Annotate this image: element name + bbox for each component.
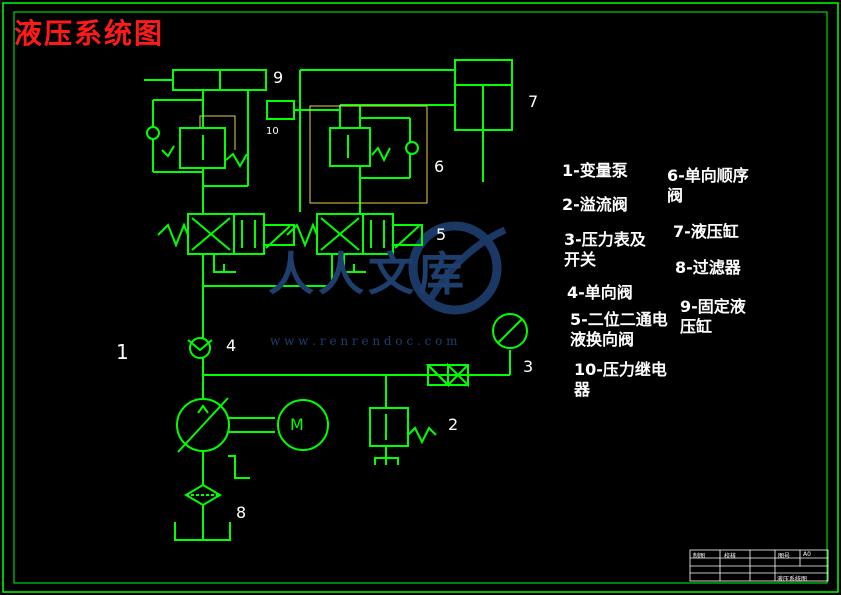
legend-item-5: 5-二位二通电液换向阀 xyxy=(570,310,668,349)
legend-item-2: 2-溢流阀 xyxy=(562,195,628,214)
label-1: 1 xyxy=(116,340,129,364)
check-valve-4 xyxy=(189,337,211,359)
watermark-url: w w w . r e n r e n d o c . c o m xyxy=(270,334,458,348)
title-block-cell-draw: 制图 xyxy=(693,553,706,560)
label-9: 9 xyxy=(273,68,284,87)
legend-item-4: 4-单向阀 xyxy=(567,283,633,302)
label-5: 5 xyxy=(436,225,447,244)
gauge-3 xyxy=(492,313,528,349)
legend-item-8: 8-过滤器 xyxy=(675,258,741,277)
page-title: 液压系统图 xyxy=(14,17,165,50)
label-10: 10 xyxy=(266,126,279,137)
legend-item-9: 9-固定液压缸 xyxy=(680,297,746,336)
title-block-cell-check: 校核 xyxy=(724,553,737,560)
watermark-mark xyxy=(408,221,507,315)
relief-valve-2 xyxy=(369,407,409,447)
label-2: 2 xyxy=(448,415,459,434)
motor xyxy=(277,399,329,451)
pressure-relay-10 xyxy=(266,100,295,120)
yellow-guides xyxy=(199,105,428,204)
inner-frame xyxy=(13,11,828,584)
label-7: 7 xyxy=(528,92,539,111)
legend-item-1: 1-变量泵 xyxy=(562,161,628,180)
watermark-brand: 人人文库 xyxy=(268,247,468,301)
title-block xyxy=(689,549,829,582)
legend-item-3: 3-压力表及开关 xyxy=(564,230,646,269)
title-block-cell-size: A0 xyxy=(803,551,811,558)
label-4: 4 xyxy=(226,336,237,355)
title-block-cell-number: 图号 xyxy=(778,553,791,560)
circuit-lines xyxy=(144,59,528,541)
label-3: 3 xyxy=(523,357,534,376)
legend-item-7: 7-液压缸 xyxy=(673,222,739,241)
motor-label: M xyxy=(290,415,304,434)
title-block-cell-name: 液压系统图 xyxy=(777,576,808,583)
label-6: 6 xyxy=(434,157,445,176)
legend-item-10: 10-压力继电器 xyxy=(574,360,667,399)
label-8: 8 xyxy=(236,503,247,522)
legend-item-6: 6-单向顺序阀 xyxy=(667,166,749,205)
